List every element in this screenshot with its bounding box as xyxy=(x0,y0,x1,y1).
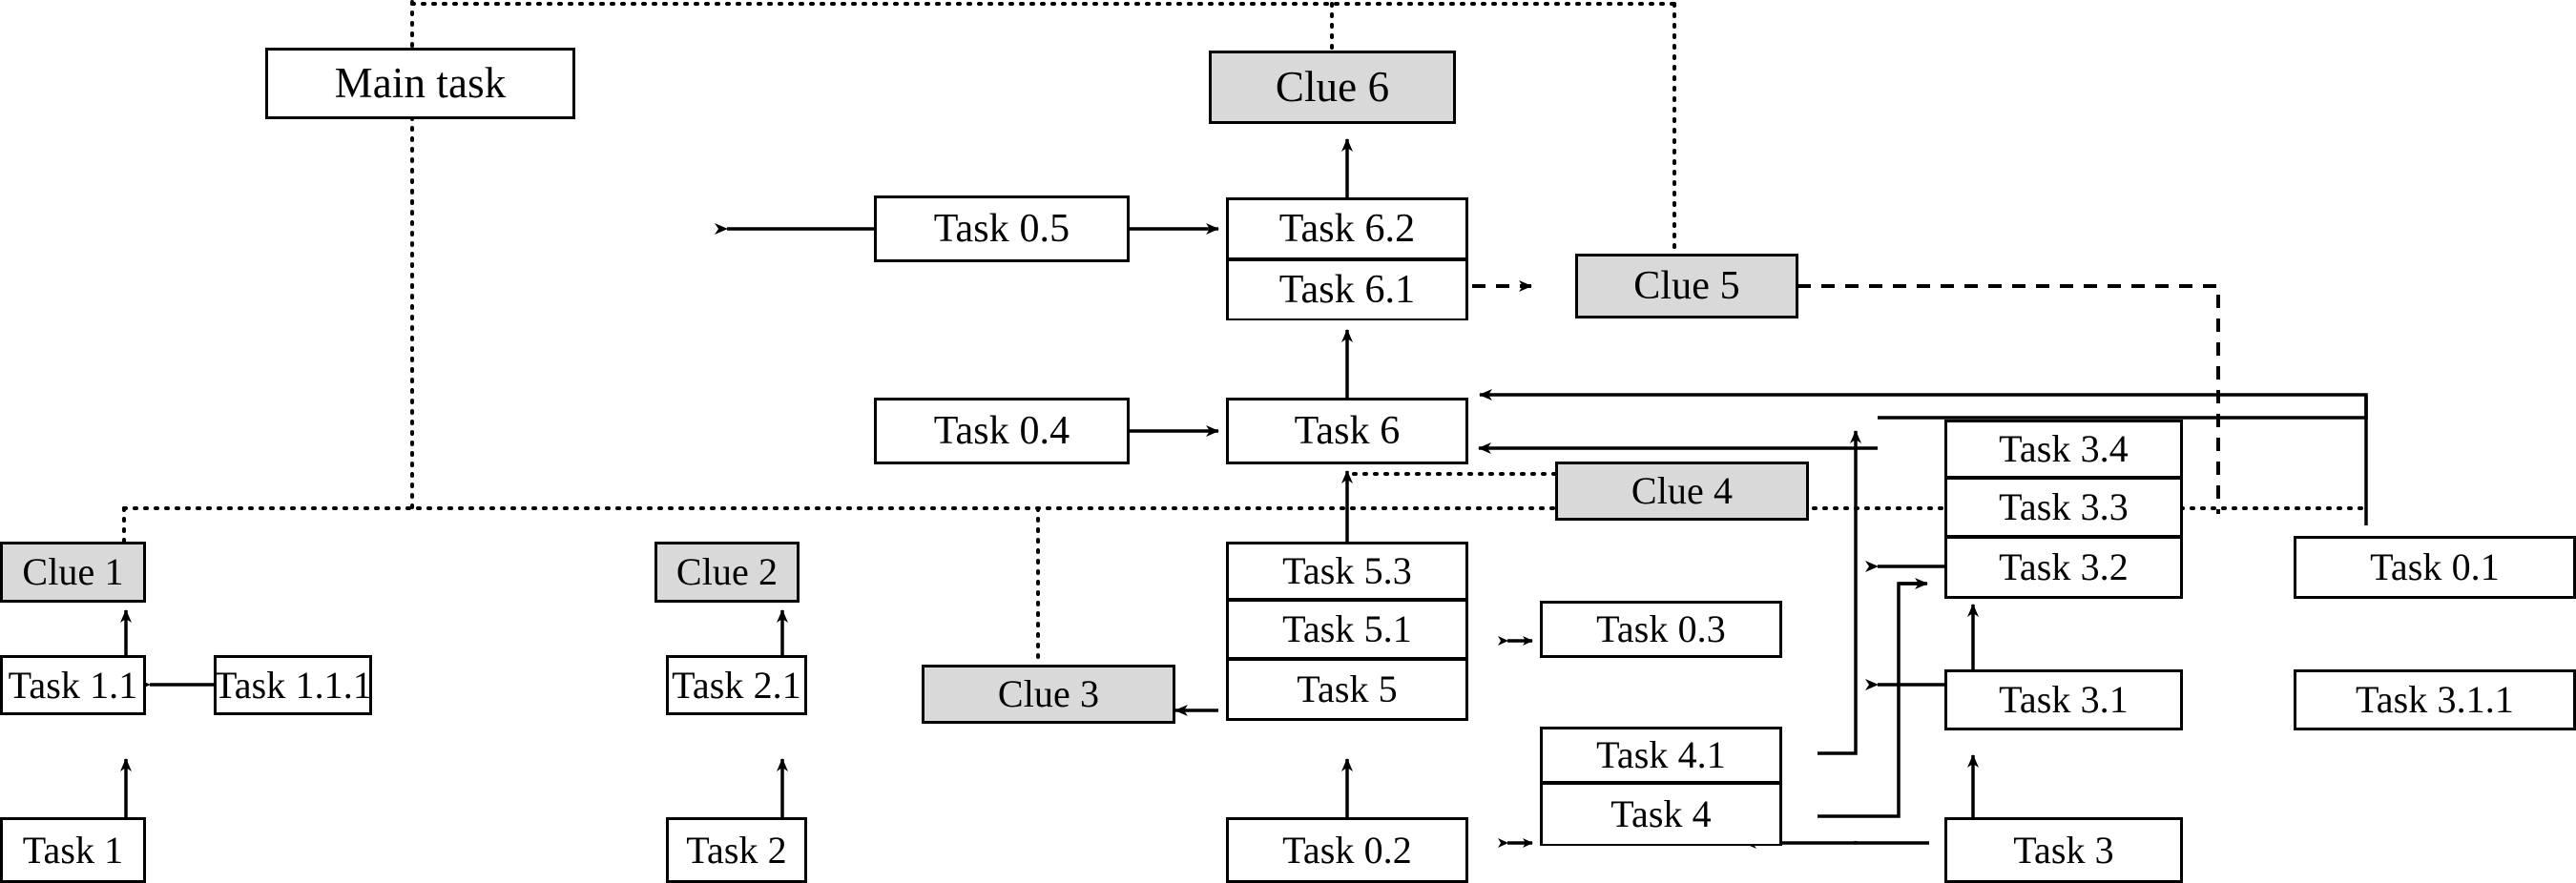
node-label: Task 5.1 xyxy=(1282,607,1412,650)
edge-task3-task4-a xyxy=(1854,841,1929,845)
node-task-2-1[interactable]: Task 2.1 xyxy=(666,655,807,715)
node-task-1[interactable]: Task 1 xyxy=(0,817,146,883)
node-task-4-1[interactable]: Task 4.1 xyxy=(1540,727,1782,784)
node-label: Task 5.3 xyxy=(1282,549,1412,592)
node-task-6[interactable]: Task 6 xyxy=(1226,398,1468,464)
node-label: Task 0.1 xyxy=(2370,545,2500,588)
node-label: Task 2.1 xyxy=(672,663,801,707)
node-label: Task 4.1 xyxy=(1596,733,1726,776)
node-label: Task 1.1.1 xyxy=(214,663,372,707)
node-label: Clue 3 xyxy=(997,672,1100,715)
node-label: Task 5 xyxy=(1297,667,1398,710)
node-clue-1[interactable]: Clue 1 xyxy=(0,542,146,603)
node-task-3-1[interactable]: Task 3.1 xyxy=(1944,669,2183,730)
node-task-0-4[interactable]: Task 0.4 xyxy=(874,398,1130,464)
node-label: Clue 1 xyxy=(22,550,124,593)
node-label: Task 3 xyxy=(2013,828,2114,872)
node-task-0-1[interactable]: Task 0.1 xyxy=(2294,536,2576,599)
node-task-5[interactable]: Task 5 xyxy=(1226,658,1468,721)
node-label: Task 6 xyxy=(1294,409,1401,453)
node-task-6-2[interactable]: Task 6.2 xyxy=(1226,197,1468,260)
edge-clue5-task33 xyxy=(1797,284,2220,514)
node-task-3[interactable]: Task 3 xyxy=(1944,817,2183,883)
node-label: Clue 6 xyxy=(1275,63,1390,111)
node-clue-6[interactable]: Clue 6 xyxy=(1209,51,1456,124)
edge-task01-task6 xyxy=(1479,389,2368,420)
node-task-0-3[interactable]: Task 0.3 xyxy=(1540,601,1782,658)
node-clue-2[interactable]: Clue 2 xyxy=(654,542,800,603)
node-task-4[interactable]: Task 4 xyxy=(1540,783,1782,846)
node-clue-3[interactable]: Clue 3 xyxy=(922,665,1175,724)
node-task-1-1[interactable]: Task 1.1 xyxy=(0,655,146,715)
node-label: Task 1 xyxy=(22,828,124,872)
node-label: Main task xyxy=(334,59,507,107)
node-task-3-4[interactable]: Task 3.4 xyxy=(1944,420,2183,479)
edge-task4-task32-seg xyxy=(1818,582,1925,818)
node-clue-4[interactable]: Clue 4 xyxy=(1555,462,1809,521)
node-label: Task 0.2 xyxy=(1282,828,1412,872)
node-label: Task 6.2 xyxy=(1278,207,1416,251)
node-label: Task 2 xyxy=(686,828,787,872)
node-label: Task 0.3 xyxy=(1596,607,1726,650)
node-task-3-1-1[interactable]: Task 3.1.1 xyxy=(2294,669,2576,730)
node-label: Task 3.3 xyxy=(1999,485,2129,528)
node-main-task[interactable]: Main task xyxy=(265,48,575,119)
node-label: Task 3.1 xyxy=(1999,678,2129,721)
node-clue-5[interactable]: Clue 5 xyxy=(1575,254,1798,318)
node-label: Task 3.2 xyxy=(1999,545,2129,588)
node-task-3-2[interactable]: Task 3.2 xyxy=(1944,536,2183,599)
node-task-5-3[interactable]: Task 5.3 xyxy=(1226,542,1468,601)
node-label: Task 0.4 xyxy=(933,409,1070,453)
node-task-1-1-1[interactable]: Task 1.1.1 xyxy=(214,655,372,715)
node-task-5-1[interactable]: Task 5.1 xyxy=(1226,600,1468,659)
node-label: Task 1.1 xyxy=(8,663,138,707)
node-task-6-1[interactable]: Task 6.1 xyxy=(1226,259,1468,320)
node-label: Clue 5 xyxy=(1633,264,1740,308)
node-label: Task 3.1.1 xyxy=(2356,678,2514,721)
node-label: Task 6.1 xyxy=(1278,268,1416,312)
node-task-2[interactable]: Task 2 xyxy=(666,817,807,883)
node-label: Clue 4 xyxy=(1631,469,1734,512)
node-label: Task 4 xyxy=(1610,792,1712,835)
node-task-0-2[interactable]: Task 0.2 xyxy=(1226,817,1468,883)
node-label: Task 0.5 xyxy=(933,207,1070,251)
edge-task41-up xyxy=(1818,430,1861,755)
node-task-3-3[interactable]: Task 3.3 xyxy=(1944,478,2183,537)
node-label: Task 3.4 xyxy=(1999,427,2129,470)
node-task-0-5[interactable]: Task 0.5 xyxy=(874,195,1130,262)
node-label: Clue 2 xyxy=(675,550,779,593)
